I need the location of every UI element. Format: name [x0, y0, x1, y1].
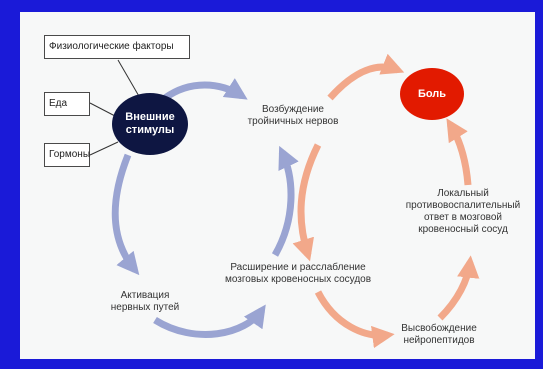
arrow-stimuli-to-activation	[111, 153, 140, 276]
pain-circle: Боль	[400, 68, 464, 120]
inflammation-line-2: противовоспалительный	[405, 200, 521, 211]
food-box: Еда	[44, 92, 90, 116]
food-label: Еда	[49, 98, 68, 109]
nerve-activation-line-2: нервных путей	[110, 302, 180, 313]
inflammation-line-1: Локальный	[437, 188, 489, 199]
local-inflammation-label: Локальный противовоспалительный ответ в …	[398, 188, 528, 236]
physiological-factors-box: Физиологические факторы	[44, 35, 190, 59]
arrow-activation-to-vasodilation	[153, 304, 266, 338]
arrow-vasodilation-to-neuropeptides	[314, 290, 395, 349]
neuropeptide-release-label: Высвобождение нейропептидов	[384, 323, 494, 347]
diagram-panel	[20, 12, 535, 359]
arrow-stimuli-to-trigeminal	[162, 78, 248, 101]
vasodilation-label: Расширение и расслабление мозговых крове…	[208, 262, 388, 286]
hormones-box: Гормоны	[44, 143, 90, 167]
external-stimuli-line-2: стимулы	[125, 124, 175, 136]
arrow-inflammation-to-pain	[446, 118, 472, 186]
connector-physiological	[117, 59, 141, 99]
trigeminal-line-2: тройничных нервов	[247, 116, 339, 127]
vasodilation-line-1: Расширение и расслабление	[230, 262, 366, 273]
connector-hormones	[89, 141, 119, 156]
physiological-factors-label: Физиологические факторы	[49, 41, 174, 52]
arrow-trigeminal-to-pain	[327, 53, 405, 101]
trigeminal-line-1: Возбуждение	[262, 104, 324, 115]
pain-label: Боль	[417, 87, 447, 100]
nerve-activation-label: Активация нервных путей	[105, 290, 185, 314]
neuropeptide-line-1: Высвобождение	[401, 323, 477, 334]
vasodilation-line-2: мозговых кровеносных сосудов	[224, 274, 372, 285]
external-stimuli-line-1: Внешние	[125, 111, 175, 123]
connector-food	[89, 102, 116, 117]
arrow-neuropeptides-to-inflammation	[437, 255, 480, 321]
neuropeptide-line-2: нейропептидов	[403, 335, 475, 346]
arrow-vasodilation-to-trigeminal	[271, 145, 299, 257]
inflammation-line-4: кровеносный сосуд	[418, 224, 508, 235]
external-stimuli-circle: Внешние стимулы	[112, 93, 188, 155]
arrow-trigeminal-to-vasodilation	[292, 143, 322, 262]
hormones-label: Гормоны	[49, 149, 91, 160]
trigeminal-excitation-label: Возбуждение тройничных нервов	[238, 104, 348, 128]
nerve-activation-line-1: Активация	[120, 290, 170, 301]
inflammation-line-3: ответ в мозговой	[423, 212, 503, 223]
